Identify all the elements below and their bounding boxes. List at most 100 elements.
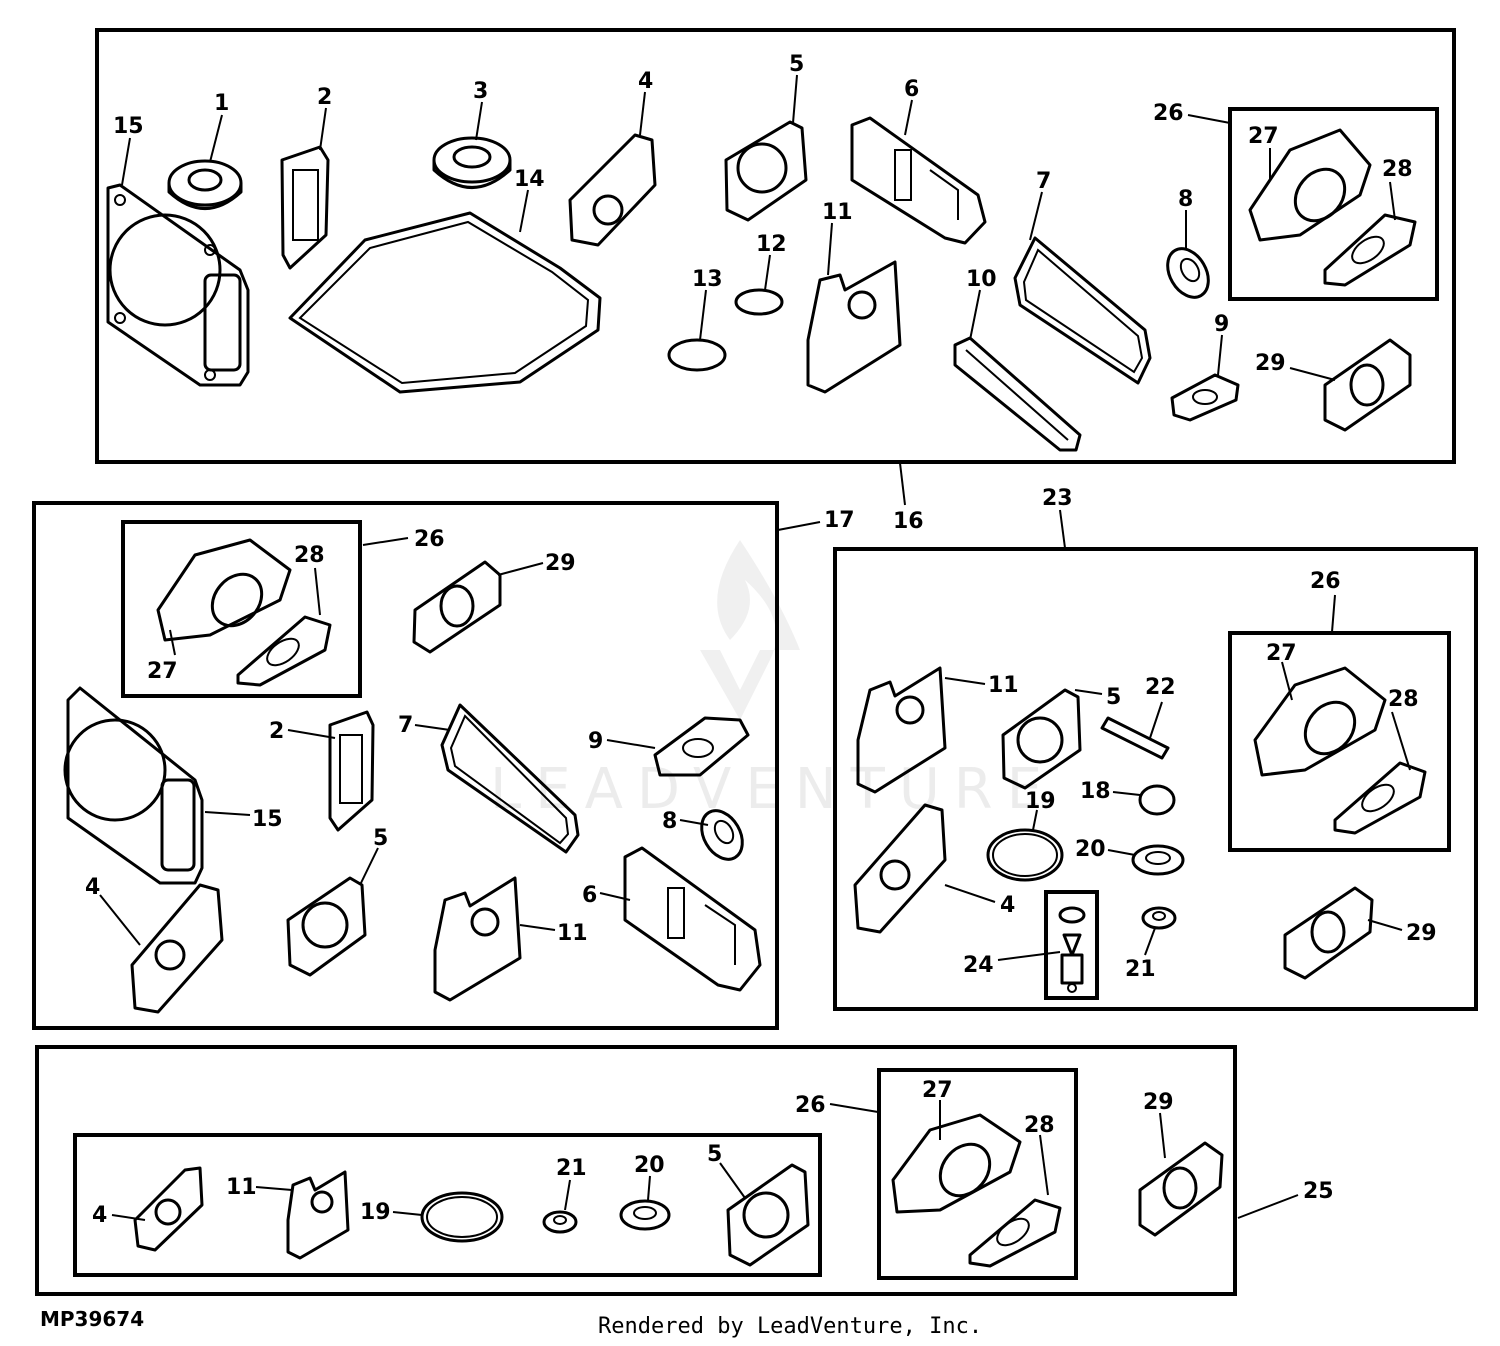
callout-26-bottom: 26: [795, 1093, 826, 1118]
part-5-gasket-right: [1001, 688, 1082, 790]
group-right-label: 23: [1042, 486, 1073, 511]
callout-26: 26: [1153, 101, 1184, 126]
group-top-leaders: [121, 74, 1396, 381]
part-9-gasket: [1170, 373, 1240, 422]
callout-29-left: 29: [545, 551, 576, 576]
callout-2-left: 2: [269, 719, 284, 744]
callout-11: 11: [822, 200, 853, 225]
part-9-gasket-left: [653, 716, 750, 777]
group-top-label-leader: [899, 462, 906, 506]
left-subkit-frame: [121, 520, 362, 698]
part-24-needle: [1058, 906, 1086, 993]
group-left-leaders: [99, 521, 821, 946]
callout-28: 28: [1382, 157, 1413, 182]
callout-26-right: 26: [1310, 569, 1341, 594]
part-29-gasket-left: [412, 560, 502, 654]
callout-21-bottom: 21: [556, 1156, 587, 1181]
callout-10: 10: [966, 267, 997, 292]
callout-24: 24: [963, 953, 994, 978]
part-7-cover-gasket: [1013, 236, 1152, 385]
group-bottom-frame: [35, 1045, 1237, 1296]
part-27-spacer-bottom: [891, 1113, 1022, 1214]
part-29-gasket-right: [1283, 886, 1374, 980]
callout-29-right: 29: [1406, 921, 1437, 946]
group-bottom: 26 27 28 29 4 11 19 21 20 5 25: [35, 1045, 1334, 1296]
callout-5-right: 5: [1106, 685, 1121, 710]
group-top-label: 16: [893, 509, 924, 534]
part-21-washer-right: [1141, 906, 1177, 930]
group-bottom-label: 25: [1303, 1179, 1334, 1204]
callout-4-bottom: 4: [92, 1203, 107, 1228]
callout-11-bottom: 11: [226, 1175, 257, 1200]
group-left-callouts: 26 27 28 29 15 2 7 9 8 4 5 11 6: [85, 527, 677, 946]
callout-6-left: 6: [582, 883, 597, 908]
part-19-ring-right: [986, 828, 1064, 882]
callout-15-left: 15: [252, 807, 283, 832]
part-11-plate-right: [856, 666, 947, 794]
part-10-gasket: [953, 336, 1082, 452]
callout-19-right: 19: [1025, 789, 1056, 814]
part-11-plate-left: [433, 876, 522, 1002]
callout-20-right: 20: [1075, 837, 1106, 862]
callout-4-right: 4: [1000, 893, 1015, 918]
part-27-spacer-left: [156, 538, 292, 642]
callout-27-bottom: 27: [922, 1078, 953, 1103]
part-8-seal: [1166, 247, 1210, 299]
part-6-gasket: [850, 116, 987, 245]
top-subkit-frame: [1228, 107, 1439, 301]
part-20-washer-bottom: [619, 1199, 671, 1231]
callout-11-right: 11: [988, 673, 1019, 698]
watermark-logo-icon: [700, 540, 800, 720]
part-5-gasket-bottom: [726, 1163, 810, 1267]
part-2-gasket: [280, 145, 330, 270]
callout-27-left: 27: [147, 659, 178, 684]
part-28-gasket-right: [1333, 761, 1427, 835]
part-12-ring: [734, 288, 784, 316]
part-15-head-gasket: [106, 183, 250, 387]
part-28-gasket-left: [236, 615, 332, 687]
part-27-spacer-top: [1248, 128, 1372, 242]
group-right: 26 27 28 11 5 22 18 19 20 4 24 21 29 23: [833, 486, 1478, 1011]
callout-18: 18: [1080, 779, 1111, 804]
callout-4: 4: [638, 69, 653, 94]
part-8-seal-left: [700, 809, 744, 861]
callout-28-right: 28: [1388, 687, 1419, 712]
callout-20-bottom: 20: [634, 1153, 665, 1178]
part-3-seal: [432, 136, 512, 189]
group-right-callouts: 26 27 28 11 5 22 18 19 20 4 24 21 29: [963, 569, 1437, 982]
group-bottom-leaders: [111, 1100, 1299, 1221]
callout-27-right: 27: [1266, 641, 1297, 666]
callout-3: 3: [473, 79, 488, 104]
callout-26-left: 26: [414, 527, 445, 552]
group-top: 1 2 3 4 5 6 7 8 9 10 11 12 13 14 15 26 2…: [95, 28, 1456, 534]
part-29-gasket-top: [1323, 338, 1412, 432]
part-22-pin: [1100, 716, 1170, 760]
callout-29: 29: [1255, 351, 1286, 376]
callout-15: 15: [113, 114, 144, 139]
part-14-crankcase-gasket: [288, 211, 602, 394]
part-1-seal: [167, 159, 243, 210]
part-28-gasket-bottom: [968, 1198, 1062, 1268]
callout-19-bottom: 19: [360, 1200, 391, 1225]
bottom-subkit-frame: [877, 1068, 1078, 1280]
callout-1: 1: [214, 91, 229, 116]
reference-code: MP39674: [40, 1307, 144, 1331]
part-7-cover-gasket-left: [440, 703, 580, 854]
callout-13: 13: [692, 267, 723, 292]
part-29-gasket-bottom: [1138, 1141, 1224, 1237]
callout-5: 5: [789, 52, 804, 77]
part-4-gasket-left: [130, 883, 224, 1014]
group-right-frame: [833, 547, 1478, 1011]
callout-28-bottom: 28: [1024, 1113, 1055, 1138]
callout-9-left: 9: [588, 729, 603, 754]
part-19-ring-bottom: [420, 1191, 504, 1243]
callout-8: 8: [1178, 187, 1193, 212]
group-left-frame: [32, 501, 779, 1030]
callout-12: 12: [756, 232, 787, 257]
part-15-head-gasket-left: [63, 686, 204, 885]
part-21-washer-bottom: [542, 1210, 578, 1234]
callout-4-left: 4: [85, 875, 100, 900]
part-2-gasket-left: [328, 710, 375, 832]
callout-28-left: 28: [294, 543, 325, 568]
